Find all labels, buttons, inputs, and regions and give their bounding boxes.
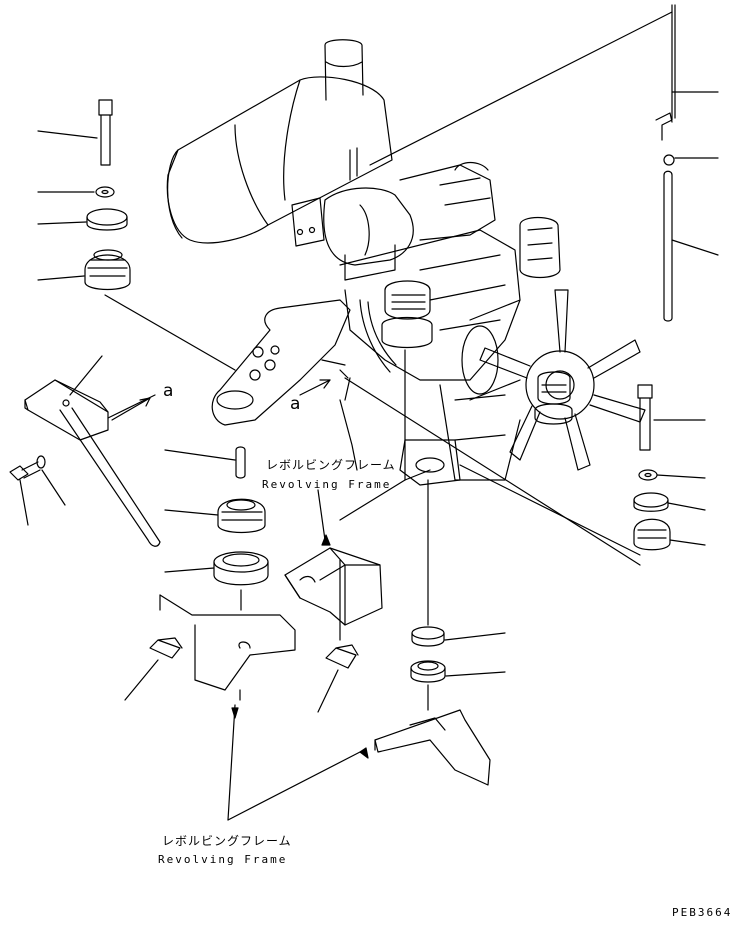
upper-callout-english: Revolving Frame (262, 478, 392, 491)
engine-assembly (166, 39, 646, 486)
lower-callout-leaders (227, 704, 236, 821)
upper-callout-japanese: レボルビングフレーム (266, 458, 396, 472)
bracket-rod (9, 355, 161, 547)
center-frame-bracket (284, 377, 431, 713)
drawing-code: PEB3664 (672, 906, 733, 919)
alignment-lines (299, 11, 673, 566)
lower-callout-japanese: レボルビングフレーム (162, 834, 292, 848)
marker-a-right: a (290, 394, 301, 414)
left-mount-stack (37, 99, 236, 371)
lower-callout-english: Revolving Frame (158, 853, 288, 866)
dipstick-assembly (655, 4, 719, 322)
center-mount-stack (227, 349, 506, 821)
right-mount-stack (633, 384, 706, 551)
marker-a-left: a (163, 381, 174, 401)
